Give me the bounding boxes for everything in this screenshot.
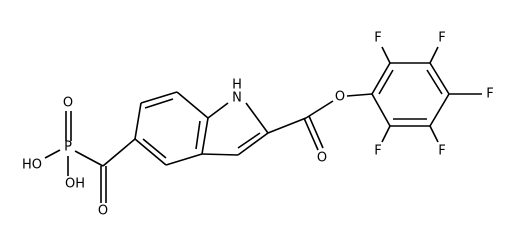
ester-carbonyl-oxygen-label: O xyxy=(317,151,327,166)
nh-hydrogen-label: H xyxy=(232,78,242,93)
bond-ester-c-o-2 xyxy=(308,115,324,149)
p-oxo-oxygen-label: O xyxy=(63,96,73,111)
bond-ar-3-inner xyxy=(426,69,443,95)
bond-ring-to-ester-c xyxy=(267,117,307,134)
bond-c-f-top-right xyxy=(429,46,439,64)
bond-ar-1-inner xyxy=(378,69,394,95)
bond-ar-1 xyxy=(371,62,391,95)
bond-benzo-1-inner xyxy=(144,98,174,109)
fluorine-right-label: F xyxy=(486,87,493,102)
fluorine-top-label: F xyxy=(374,31,381,46)
bond-o-ar xyxy=(346,93,373,97)
bond-ar-6 xyxy=(371,93,391,127)
bond-p-oh-left xyxy=(44,149,61,159)
phosphorus-label: P xyxy=(64,140,72,155)
bond-benzo-6 xyxy=(176,91,209,119)
acyl-oxygen-label: O xyxy=(98,204,108,219)
bond-ester-c-o-single xyxy=(305,100,334,119)
bond-benzo-5-inner xyxy=(195,120,201,150)
bond-c-f-top xyxy=(381,46,391,64)
bond-pyrrole-2 xyxy=(245,102,269,134)
chemical-structure: H N O P HO OH O O O F F F F F xyxy=(22,31,494,219)
bond-benzo-3 xyxy=(134,138,167,166)
bond-benzo-5 xyxy=(201,117,209,155)
atom-labels: H N O P HO OH O O O F F F F F xyxy=(22,31,494,219)
fluorine-bottom-right-label: F xyxy=(438,144,445,159)
bond-benzo-3-inner xyxy=(142,138,167,159)
hydroxyl-bottom-label: OH xyxy=(65,177,85,192)
hydroxyl-left-label: HO xyxy=(22,158,42,173)
bond-pyrrole-4 xyxy=(201,153,239,156)
nh-nitrogen-label: N xyxy=(232,91,242,106)
bond-c-p xyxy=(74,150,104,167)
bond-benzo-1 xyxy=(140,91,178,104)
ester-oxygen-label: O xyxy=(335,90,345,105)
bond-benzo-2 xyxy=(134,102,142,140)
fluorine-top-right-label: F xyxy=(438,31,445,46)
bond-c-f-bottom xyxy=(381,125,391,143)
bonds xyxy=(44,46,482,203)
bond-ester-c-o-1 xyxy=(303,117,319,151)
bond-pyrrole-3 xyxy=(237,132,269,156)
bond-benzo-4 xyxy=(165,153,203,166)
bond-ar-4 xyxy=(429,93,450,127)
fluorine-bottom-label: F xyxy=(374,144,381,159)
bond-ar-3 xyxy=(429,62,450,95)
bond-pyrrole-3-inner xyxy=(237,132,261,149)
bond-pyrrole-1 xyxy=(207,102,229,119)
bond-c-f-bottom-right xyxy=(429,125,439,143)
bond-ring-to-carbonyl xyxy=(102,138,136,167)
